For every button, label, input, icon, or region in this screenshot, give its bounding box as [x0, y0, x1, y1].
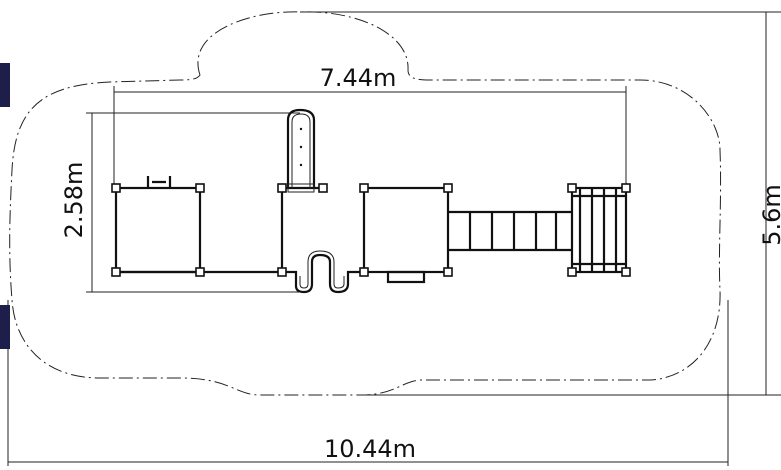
left-platform	[114, 186, 202, 274]
dimension-overall-height: 5.6m	[300, 11, 781, 396]
dimension-side-height: 2.58m	[60, 112, 300, 293]
dimension-overall-height-label: 5.6m	[758, 184, 781, 246]
middle-step	[386, 270, 426, 284]
play-structure	[111, 108, 631, 294]
wiggle-crawl	[282, 253, 362, 294]
left-rail	[146, 176, 172, 188]
safety-zone-boundary	[9, 11, 722, 396]
right-climbing-frame	[570, 186, 628, 274]
slide	[286, 108, 316, 193]
edge-marker-top	[0, 63, 10, 107]
dimension-side-height-label: 2.58m	[60, 162, 88, 239]
dimension-top-width-label: 7.44m	[320, 64, 397, 92]
ladder-bridge	[448, 210, 572, 252]
dimension-overall-width: 10.44m	[7, 300, 729, 466]
middle-platform	[362, 186, 450, 274]
dimension-overall-width-label: 10.44m	[324, 435, 416, 463]
post-nodes	[111, 183, 631, 277]
edge-marker-bottom	[0, 305, 10, 349]
dimension-top-width: 7.44m	[113, 64, 627, 188]
